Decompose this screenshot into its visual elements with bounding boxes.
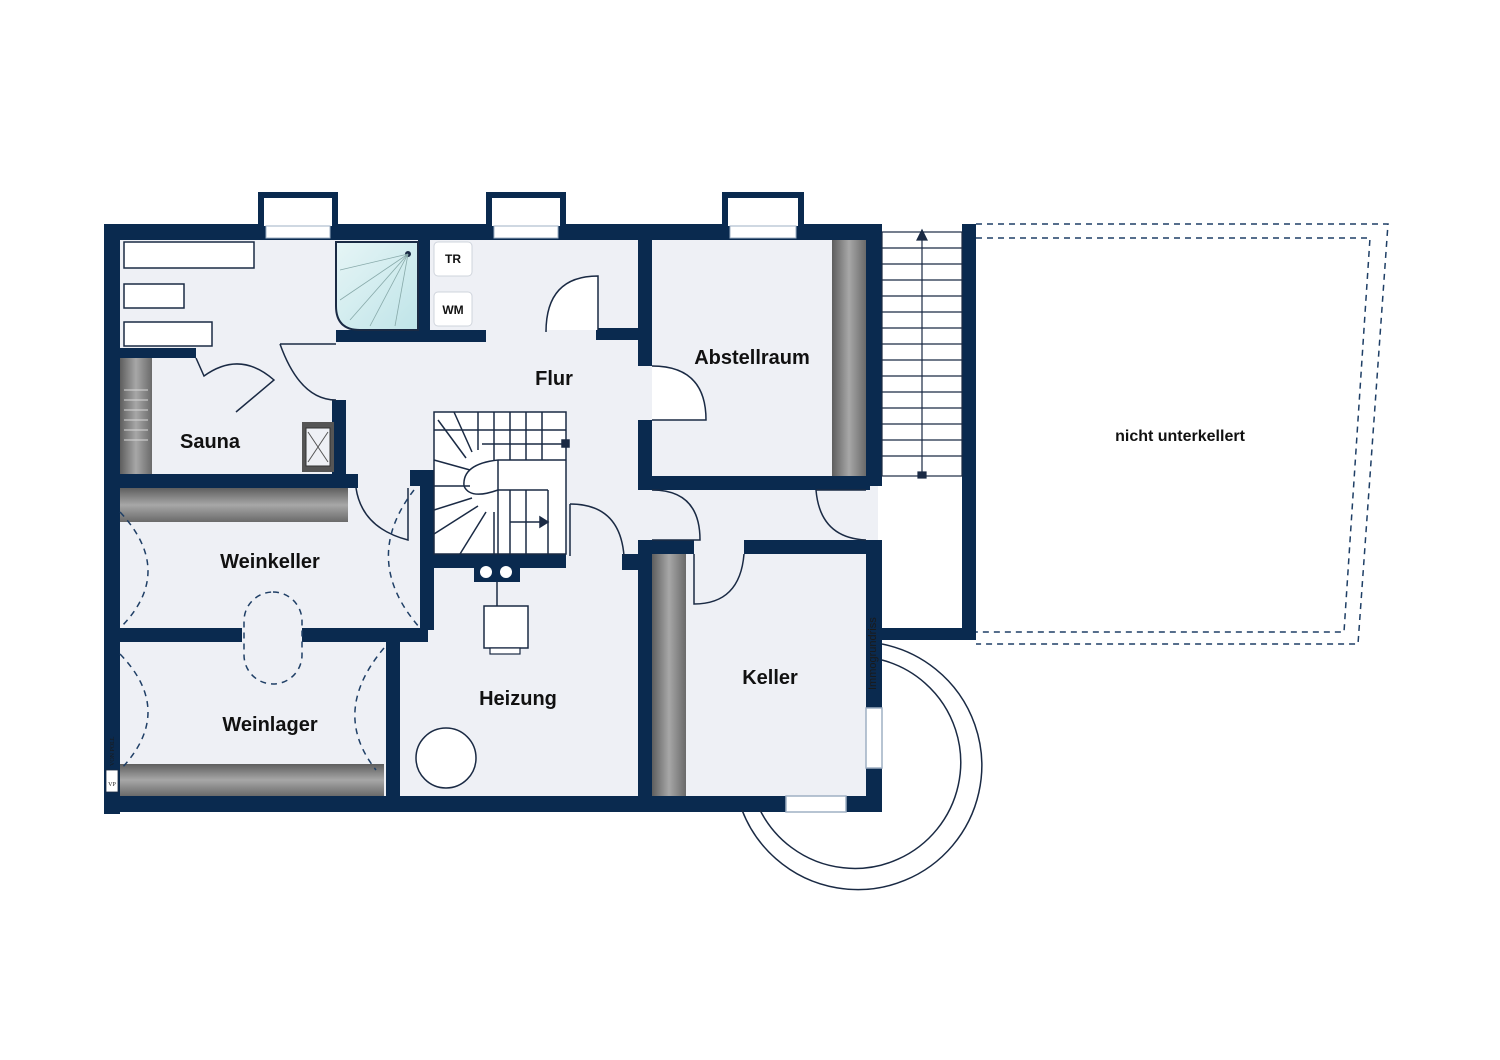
exterior-staircase [881,228,963,479]
window-1 [258,192,338,239]
shelf-keller [652,554,686,796]
interior-walls [112,232,876,804]
window-3 [722,192,804,239]
room-label-flur: Flur [535,368,573,390]
shelves [120,240,866,796]
sauna-stove-icon [302,422,334,472]
room-label-weinlager: Weinlager [222,714,317,736]
dryer: TR [433,241,473,277]
top-windows [258,192,804,239]
room-label-sauna: Sauna [180,431,241,453]
brand-logo: VP VON POLL [105,736,119,793]
shelf-abstellraum [832,240,866,476]
room-label-keller: Keller [742,667,798,689]
label-not-basement: nicht unterkellert [1115,428,1245,445]
shower-icon [335,241,419,331]
unexcavated-area [976,223,1389,645]
shelf-weinkeller [120,488,348,522]
heating-equipment [415,562,529,789]
round-bay [741,643,983,891]
sauna-bench [120,358,152,474]
washing-machine: WM [433,291,473,327]
room-labels: Flur Abstellraum Sauna Weinkeller Weinla… [180,347,1246,736]
window-2 [486,192,566,239]
watermark-label: Immogrundriss [867,617,879,690]
room-label-weinkeller: Weinkeller [220,551,320,573]
room-label-abstellraum: Abstellraum [694,347,810,369]
shelf-weinlager [120,764,384,796]
dryer-label: TR [445,252,461,266]
logo-letters: VP [108,782,116,788]
room-label-heizung: Heizung [479,688,557,710]
sauna-benches-top [123,241,255,347]
dashed-doors [119,489,421,771]
washer-label: WM [442,303,463,317]
doors [195,275,867,605]
inner-staircase [433,411,570,555]
logo-text: VON POLL [110,736,116,766]
